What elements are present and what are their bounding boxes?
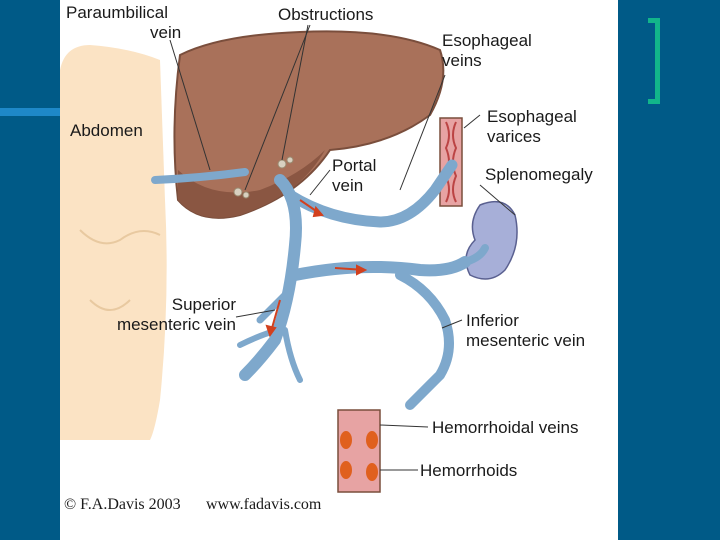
label-hemorrhoidal-veins: Hemorrhoidal veins: [432, 418, 579, 437]
label-splenomegaly: Splenomegaly: [485, 165, 593, 184]
veins: [151, 159, 489, 410]
accent-bar: [0, 108, 60, 116]
label-abdomen: Abdomen: [70, 121, 143, 140]
label-line: Esophageal: [442, 31, 532, 50]
label-line: mesenteric vein: [466, 331, 586, 350]
label-line: veins: [442, 51, 482, 70]
anatomy-drawing: [60, 24, 518, 493]
portal-hypertension-figure: Paraumbilical vein Obstructions Esophage…: [60, 0, 618, 540]
label-line: Superior: [171, 295, 236, 314]
label-line: Paraumbilical: [66, 3, 169, 22]
hemorrhoid: [340, 431, 352, 449]
label-esophageal-varices: Esophageal varices: [487, 107, 577, 147]
label-line: varices: [487, 127, 541, 146]
copyright-text: © F.A.Davis 2003: [64, 496, 181, 513]
obstruction-marks: [233, 156, 294, 199]
leader-lines: [169, 24, 516, 471]
label-line: vein: [150, 23, 182, 42]
spleen: [465, 200, 518, 280]
label-obstructions: Obstructions: [278, 5, 374, 24]
abdomen-contour: [79, 229, 161, 245]
liver-shading: [178, 150, 325, 218]
label-line: Inferior: [466, 311, 519, 330]
label-paraumbilical-vein: Paraumbilical vein: [66, 3, 181, 43]
flow-arrows: [265, 199, 368, 338]
label-superior-mesenteric-vein: Superior mesenteric vein: [86, 295, 236, 335]
label-esophageal-veins: Esophageal veins: [442, 31, 532, 71]
label-line: Portal: [332, 156, 377, 175]
label-line: mesenteric vein: [116, 315, 236, 334]
label-inferior-mesenteric-vein: Inferior mesenteric vein: [466, 311, 585, 351]
liver: [173, 30, 445, 219]
label-line: Esophageal: [487, 107, 577, 126]
hemorrhoid: [340, 461, 352, 479]
bracket-decoration: [648, 18, 660, 104]
abdomen-contour: [89, 299, 131, 311]
label-hemorrhoids: Hemorrhoids: [420, 461, 518, 480]
website-text: www.fadavis.com: [206, 496, 322, 513]
hemorrhoid: [366, 431, 378, 449]
label-portal-vein: Portal vein: [332, 156, 376, 196]
hemorrhoid: [366, 463, 378, 481]
label-line: vein: [332, 176, 364, 195]
